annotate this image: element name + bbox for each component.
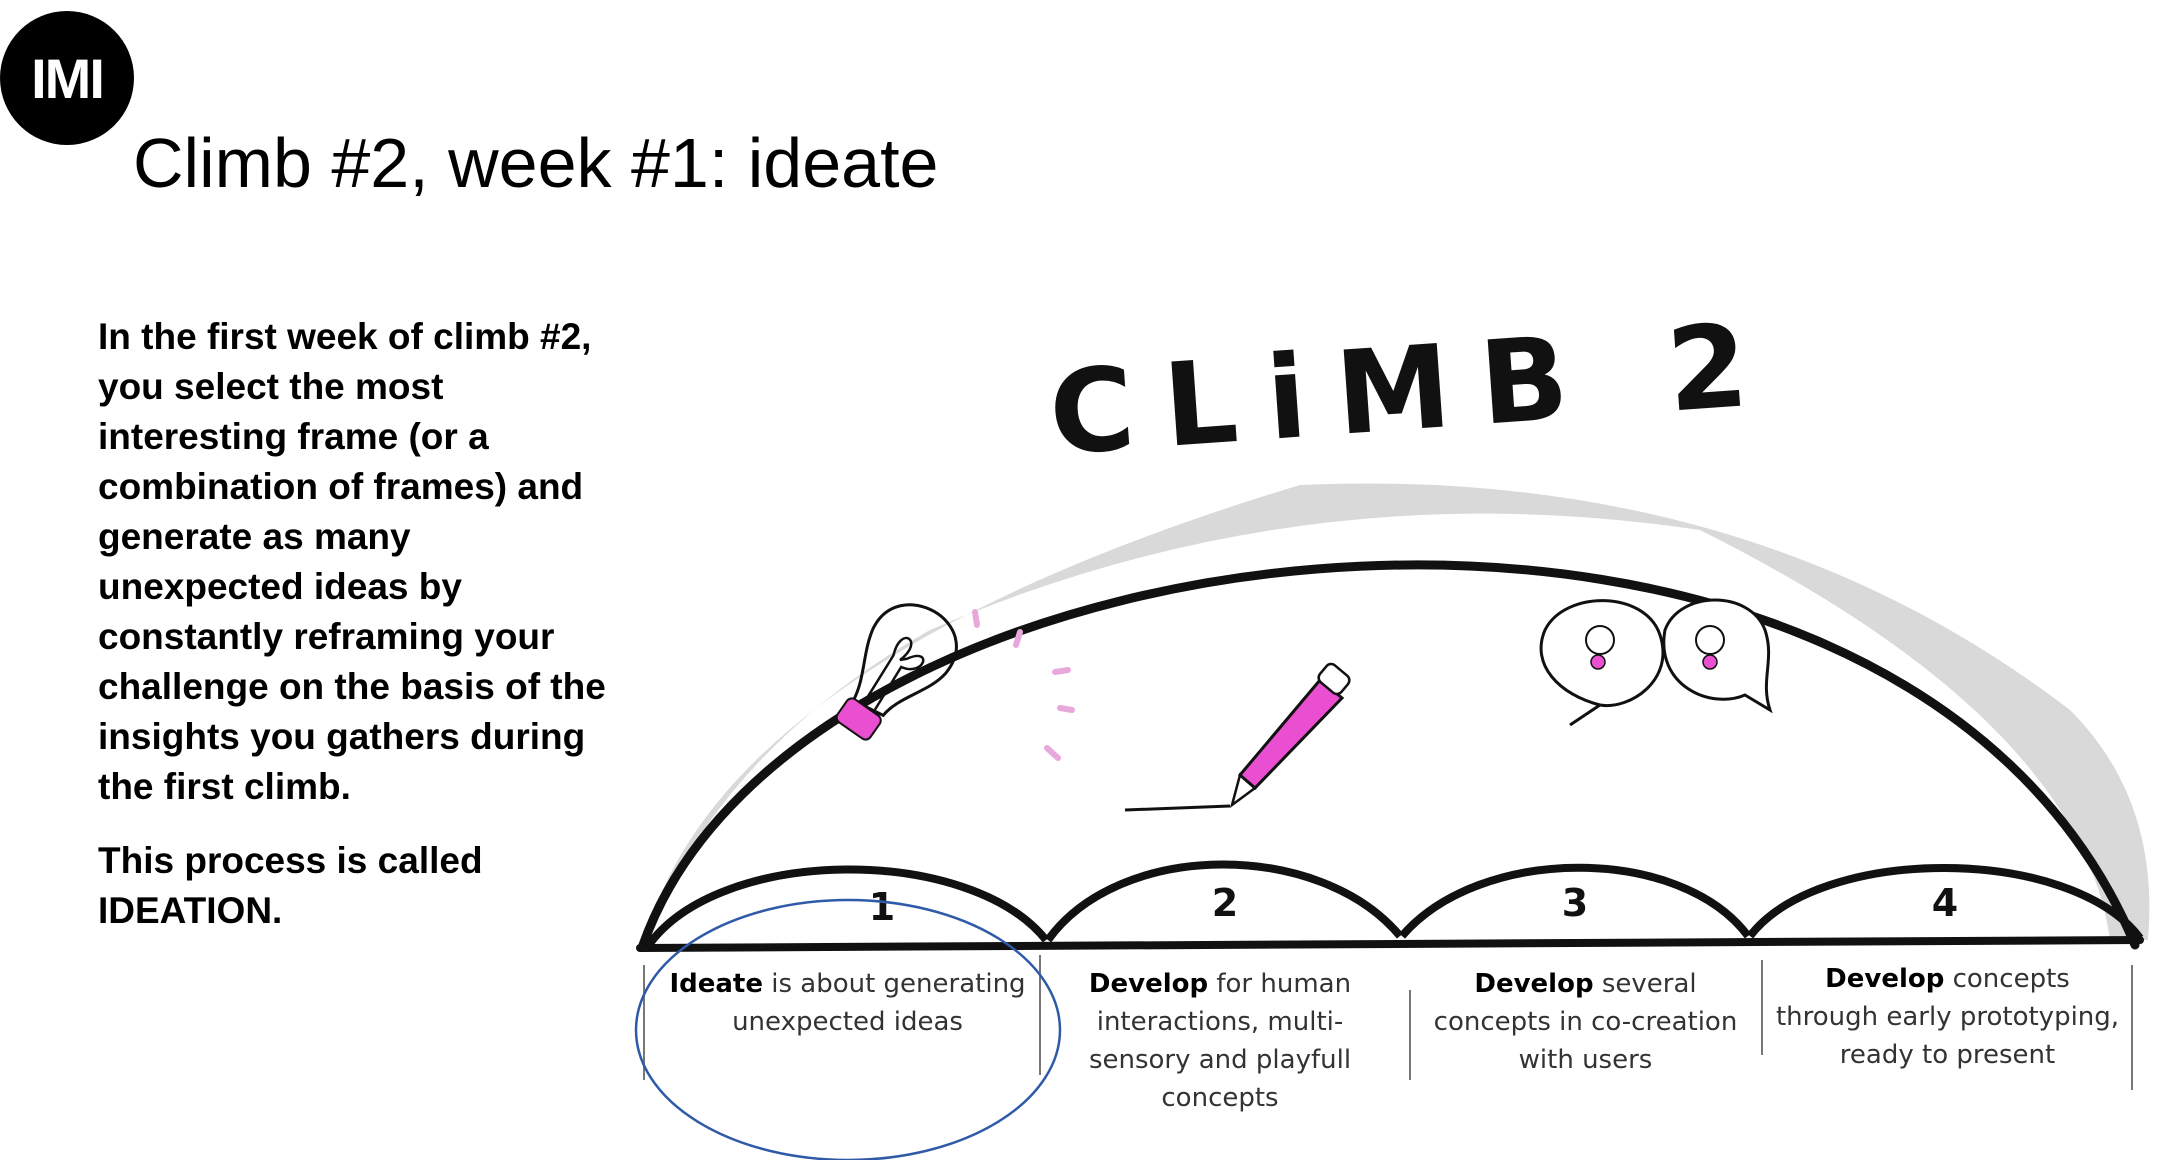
stage-text-3: several concepts in co-creation with use…	[1433, 969, 1738, 1075]
body-text: In the first week of climb #2, you selec…	[98, 312, 618, 960]
page-title: Climb #2, week #1: ideate	[133, 124, 939, 202]
speech-bubbles-icon	[1539, 598, 1773, 727]
baseline	[636, 936, 2144, 952]
imi-logo: IMI	[0, 11, 134, 145]
body-paragraph-2: This process is called IDEATION.	[98, 840, 483, 931]
body-paragraph-1: In the first week of climb #2, you selec…	[98, 316, 606, 807]
separators	[643, 955, 2133, 1090]
stage-caption-3: Develop several concepts in co-creation …	[1418, 965, 1753, 1079]
logo-text: IMI	[31, 46, 105, 110]
stage-text-4: concepts through early prototyping, read…	[1775, 964, 2120, 1070]
stage-text-1: is about generating unexpected ideas	[732, 969, 1026, 1037]
small-arch-2	[1044, 860, 1404, 943]
climb-diagram: CLiMB 2 1 2 3 4	[600, 300, 2184, 1160]
stage-keyword-4: Develop	[1825, 964, 1945, 994]
small-arch-4	[1746, 864, 2144, 941]
stage-number-3: 3	[1562, 881, 1588, 925]
small-arch-1	[644, 865, 1050, 949]
stage-caption-2: Develop for human interactions, multi-se…	[1055, 965, 1385, 1117]
stage-keyword-3: Develop	[1474, 969, 1594, 999]
small-arch-3	[1398, 863, 1752, 939]
stage-text-2: for human interactions, multi-sensory an…	[1088, 969, 1352, 1113]
stage-number-1: 1	[869, 885, 895, 929]
pencil-icon	[1124, 662, 1351, 812]
stage-caption-1: Ideate is about generating unexpected id…	[650, 965, 1045, 1041]
stage-number-2: 2	[1212, 881, 1238, 925]
lightbulb-rays	[972, 609, 1075, 761]
stage-keyword-1: Ideate	[669, 969, 763, 999]
lightbulb-icon	[835, 603, 958, 741]
highlight-ellipse	[634, 898, 1062, 1160]
climb-diagram-svg: CLiMB 2 1 2 3 4	[634, 300, 2150, 1160]
stage-number-4: 4	[1932, 881, 1958, 925]
stage-keyword-2: Develop	[1088, 969, 1209, 999]
big-arch	[638, 560, 2140, 950]
climb-heading: CLiMB 2	[1045, 300, 1782, 482]
stage-caption-4: Develop concepts through early prototypi…	[1770, 960, 2125, 1074]
